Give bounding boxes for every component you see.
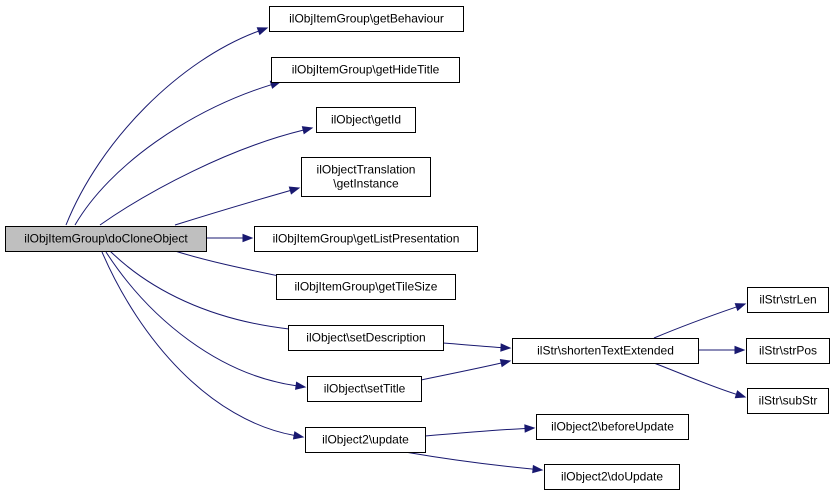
arrowhead-icon xyxy=(499,359,512,368)
node-label: ilObjItemGroup\getTileSize xyxy=(295,280,438,294)
edge-line xyxy=(420,362,502,381)
edge-update-to-beforeUpdate xyxy=(424,424,536,437)
node-label: ilObjItemGroup\getListPresentation xyxy=(273,232,460,246)
edge-line xyxy=(442,342,502,349)
node-label: ilObject2\beforeUpdate xyxy=(551,420,674,434)
node-label: ilStr\shortenTextExtended xyxy=(537,344,674,358)
node-getListPresentation[interactable]: ilObjItemGroup\getListPresentation xyxy=(254,226,478,252)
node-label: ilObject\getId xyxy=(331,113,401,127)
arrowhead-icon xyxy=(242,233,254,243)
edge-line xyxy=(74,84,272,226)
node-setTitle[interactable]: ilObject\setTitle xyxy=(307,376,422,402)
node-box xyxy=(271,57,460,83)
node-getId[interactable]: ilObject\getId xyxy=(316,107,416,133)
arrowhead-icon xyxy=(734,303,747,312)
edge-line xyxy=(174,189,291,226)
arrowhead-icon xyxy=(301,126,314,135)
edge-shortenTextExtended-to-strLen xyxy=(653,303,747,339)
edge-line xyxy=(653,306,737,339)
node-box xyxy=(544,464,680,490)
edge-line xyxy=(109,250,290,330)
node-label: ilObjItemGroup\getHideTitle xyxy=(292,63,440,77)
node-getBehaviour[interactable]: ilObjItemGroup\getBehaviour xyxy=(269,6,464,32)
node-box xyxy=(301,157,431,197)
node-box xyxy=(746,338,830,364)
node-box xyxy=(512,338,699,364)
node-strLen[interactable]: ilStr\strLen xyxy=(747,287,829,313)
arrowhead-icon xyxy=(256,27,269,36)
node-box xyxy=(254,226,478,252)
node-label: ilObject2\update xyxy=(322,433,409,447)
node-box xyxy=(305,427,426,453)
node-subStr[interactable]: ilStr\subStr xyxy=(747,388,829,414)
node-label: ilObject2\doUpdate xyxy=(561,470,663,484)
node-label: ilObjItemGroup\getBehaviour xyxy=(289,12,444,26)
node-getHideTitle[interactable]: ilObjItemGroup\getHideTitle xyxy=(271,57,460,83)
node-label: ilStr\strPos xyxy=(759,344,817,358)
edge-line xyxy=(424,427,526,437)
arrowhead-icon xyxy=(524,424,536,433)
node-label: ilObjectTranslation xyxy=(317,163,416,177)
node-label: ilStr\subStr xyxy=(759,394,818,408)
node-getTileSize[interactable]: ilObjItemGroup\getTileSize xyxy=(276,274,456,300)
arrowhead-icon xyxy=(734,345,746,355)
edge-root-to-getBehaviour xyxy=(65,27,269,226)
edge-setTitle-to-shortenTextExtended xyxy=(420,359,512,381)
edge-line xyxy=(101,251,295,436)
node-box xyxy=(536,414,689,440)
nodes: ilObjItemGroup\doCloneObject ilObjItemGro… xyxy=(5,6,830,490)
node-getInstance[interactable]: ilObjectTranslation\getInstance xyxy=(301,157,431,197)
edge-shortenTextExtended-to-subStr xyxy=(653,362,747,399)
edge-root-to-update xyxy=(101,251,305,440)
edge-line xyxy=(174,250,290,279)
arrowhead-icon xyxy=(500,343,512,352)
node-doUpdate[interactable]: ilObject2\doUpdate xyxy=(544,464,680,490)
node-root[interactable]: ilObjItemGroup\doCloneObject xyxy=(5,226,207,252)
arrowhead-icon xyxy=(532,464,544,474)
node-beforeUpdate[interactable]: ilObject2\beforeUpdate xyxy=(536,414,689,440)
node-box xyxy=(269,6,464,32)
node-box xyxy=(307,376,422,402)
node-label: ilObjItemGroup\doCloneObject xyxy=(24,232,188,246)
edge-root-to-setTitle xyxy=(105,251,307,390)
edge-root-to-getListPresentation xyxy=(205,233,254,243)
node-update[interactable]: ilObject2\update xyxy=(305,427,426,453)
edge-root-to-getId xyxy=(99,126,314,226)
edge-line xyxy=(99,129,304,226)
edge-line xyxy=(653,362,737,395)
edge-update-to-doUpdate xyxy=(404,451,544,474)
node-strPos[interactable]: ilStr\strPos xyxy=(746,338,830,364)
node-box xyxy=(5,226,207,252)
edge-setDescription-to-shortenTextExtended xyxy=(442,342,512,352)
node-box xyxy=(288,325,444,351)
edge-line xyxy=(105,251,297,387)
edges xyxy=(65,27,747,474)
edge-shortenTextExtended-to-strPos xyxy=(698,345,746,355)
node-box xyxy=(316,107,416,133)
edge-root-to-getInstance xyxy=(174,186,301,226)
node-label: ilObject\setTitle xyxy=(324,382,406,396)
edge-line xyxy=(404,451,534,470)
edge-line xyxy=(65,30,259,226)
node-label: \getInstance xyxy=(333,177,399,191)
arrowhead-icon xyxy=(295,381,307,390)
arrowhead-icon xyxy=(292,431,305,440)
arrowhead-icon xyxy=(288,186,301,195)
arrowhead-icon xyxy=(734,390,747,399)
node-box xyxy=(747,388,829,414)
edge-root-to-setDescription xyxy=(109,250,300,334)
node-box xyxy=(747,287,829,313)
node-label: ilObject\setDescription xyxy=(306,331,425,345)
node-box xyxy=(276,274,456,300)
node-shortenTextExtended[interactable]: ilStr\shortenTextExtended xyxy=(512,338,699,364)
node-label: ilStr\strLen xyxy=(759,293,816,307)
node-setDescription[interactable]: ilObject\setDescription xyxy=(288,325,444,351)
